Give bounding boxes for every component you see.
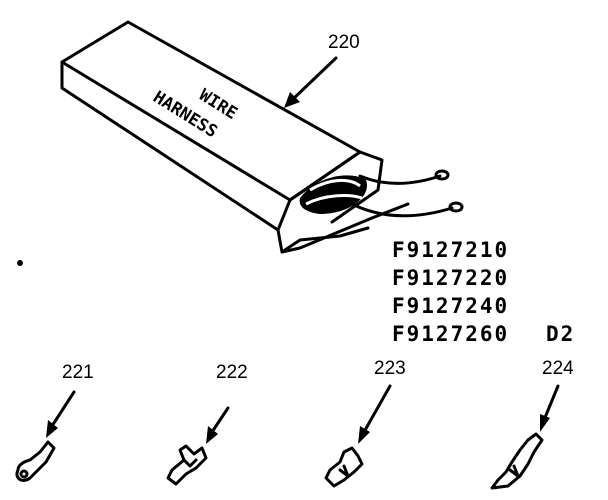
part-number-3: F9127240 [392, 294, 509, 318]
part-number-2: F9127220 [392, 266, 509, 290]
terminal-224: 224 [490, 358, 574, 490]
drawing-code: D2 [546, 322, 575, 346]
part-number-list: F9127210 F9127220 F9127240 F9127260 D2 [392, 238, 575, 346]
part-number-1: F9127210 [392, 238, 509, 262]
callout-220-arrowhead [284, 92, 300, 108]
wire-harness-box [60, 20, 464, 254]
part-number-4: F9127260 [392, 322, 509, 346]
stray-dot [17, 260, 23, 266]
terminal-221: 221 [15, 362, 94, 482]
terminal-222: 222 [166, 362, 248, 486]
callout-220: 220 [328, 32, 360, 53]
callout-223: 223 [374, 358, 406, 379]
callout-224: 224 [542, 358, 574, 379]
callout-221: 221 [62, 362, 94, 383]
callout-220-arrow [290, 56, 338, 102]
callout-222: 222 [216, 362, 248, 383]
terminal-223: 223 [324, 358, 406, 488]
